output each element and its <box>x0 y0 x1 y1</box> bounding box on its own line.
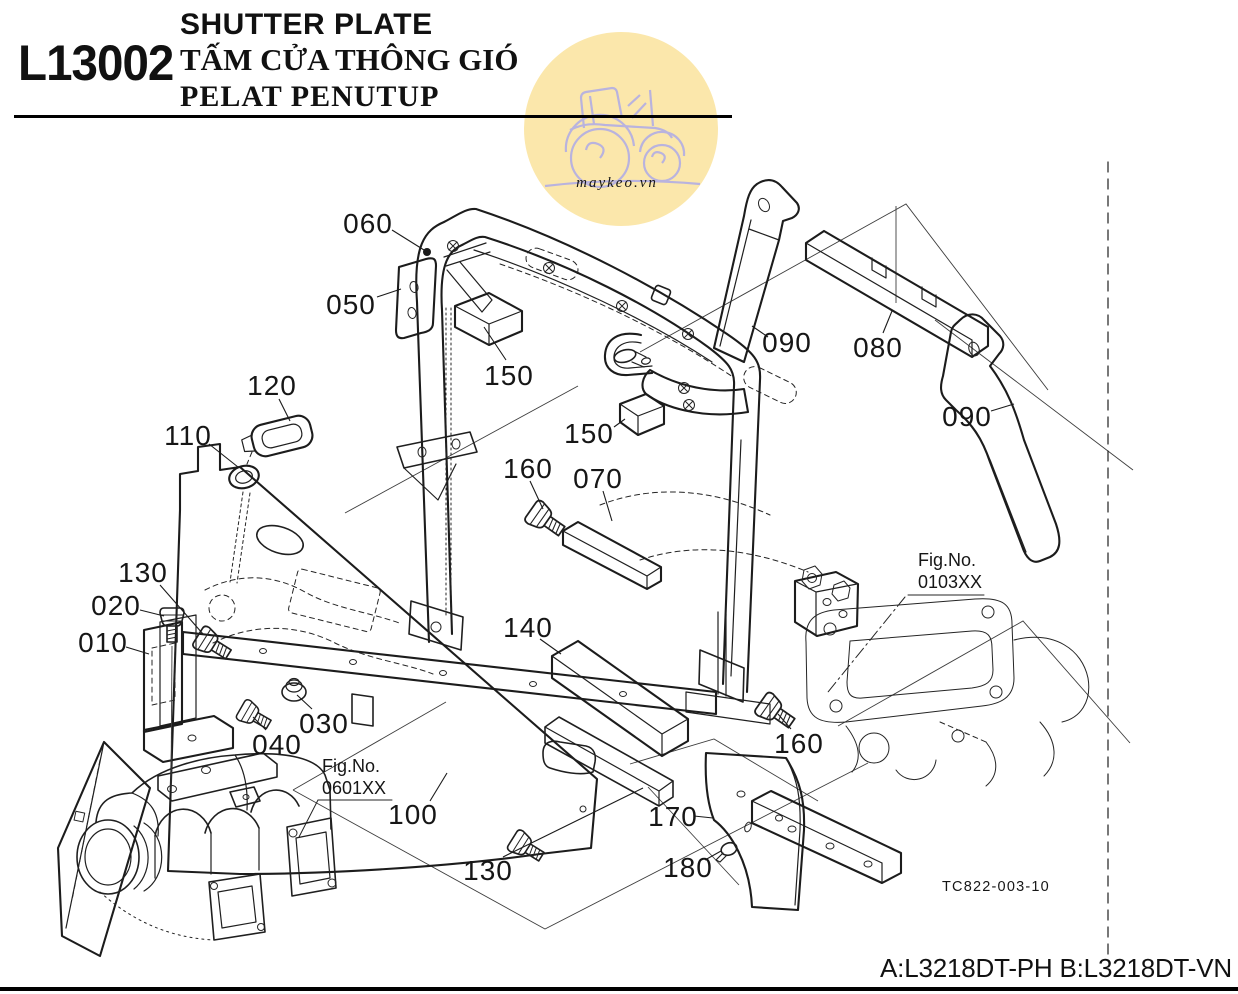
part-engine-ghost <box>599 491 1090 787</box>
page-title-id: PELAT PENUTUP <box>180 80 440 113</box>
callout-060: 060 <box>343 208 393 239</box>
callout-090-left: 090 <box>762 327 812 358</box>
callout-080: 080 <box>853 332 903 363</box>
callout-130-lower: 130 <box>463 855 513 886</box>
reference-planes <box>292 203 1134 930</box>
figref-0601-number: 0601XX <box>322 778 386 798</box>
part-cushion-140 <box>550 639 690 758</box>
dot-060 <box>423 248 431 256</box>
part-090-left <box>712 178 800 364</box>
figref-0601: Fig.No. 0601XX <box>298 756 393 838</box>
watermark-text: maykeo.vn <box>576 175 658 191</box>
callout-160-mid: 160 <box>503 453 553 484</box>
part-080-bar <box>804 229 990 359</box>
callout-150-upper: 150 <box>484 360 534 391</box>
part-seal-070 <box>561 520 663 591</box>
figref-0103: Fig.No. 0103XX <box>827 550 985 693</box>
callout-100: 100 <box>388 799 438 830</box>
part-shutter-plate <box>166 442 599 876</box>
tractor-icon <box>544 86 701 189</box>
part-grommet-030 <box>281 677 307 702</box>
figref-0103-label: Fig.No. <box>918 550 976 570</box>
catalog-code: L13002 <box>18 35 174 91</box>
page-title-en: SHUTTER PLATE <box>180 8 433 41</box>
callout-120: 120 <box>247 370 297 401</box>
callout-180: 180 <box>663 852 713 883</box>
watermark: maykeo.vn <box>524 32 718 226</box>
watermark-circle <box>524 32 718 226</box>
callout-110: 110 <box>164 420 212 451</box>
drawing-code: TC822-003-10 <box>942 879 1050 895</box>
callout-090-right: 090 <box>942 401 992 432</box>
figref-0601-label: Fig.No. <box>322 756 380 776</box>
callout-140: 140 <box>503 612 553 643</box>
part-bracket-assembly <box>56 614 235 958</box>
bolts <box>159 497 801 868</box>
part-clip-180 <box>715 841 738 863</box>
callout-040: 040 <box>252 729 302 760</box>
part-manifold-ghost <box>76 752 337 941</box>
callout-130-upper: 130 <box>118 557 168 588</box>
callout-010: 010 <box>78 627 128 658</box>
part-latch-120 <box>241 414 314 465</box>
part-090-right <box>939 313 1061 563</box>
callout-160-lower: 160 <box>774 728 824 759</box>
callout-030: 030 <box>299 708 349 739</box>
callout-070: 070 <box>573 463 623 494</box>
leader-lines <box>125 229 1015 861</box>
part-shutter-frame <box>181 207 903 885</box>
part-cushion-150-upper <box>453 291 524 347</box>
part-cover-170 <box>704 751 806 912</box>
page-title-vi: TẤM CỬA THÔNG GIÓ <box>180 42 519 77</box>
callout-020: 020 <box>91 590 141 621</box>
callout-150-mid: 150 <box>564 418 614 449</box>
bottom-rule <box>0 987 1238 991</box>
callout-050: 050 <box>326 289 376 320</box>
part-grommet-110 <box>228 464 260 490</box>
part-seal-strip-lower <box>544 716 674 807</box>
header-rule <box>14 115 732 118</box>
callout-labels: 060 050 150 150 160 070 090 080 090 120 … <box>78 208 992 886</box>
callout-170: 170 <box>648 801 698 832</box>
footer-model-codes: A:L3218DT-PH B:L3218DT-VN <box>880 953 1232 983</box>
figref-0103-number: 0103XX <box>918 572 982 592</box>
